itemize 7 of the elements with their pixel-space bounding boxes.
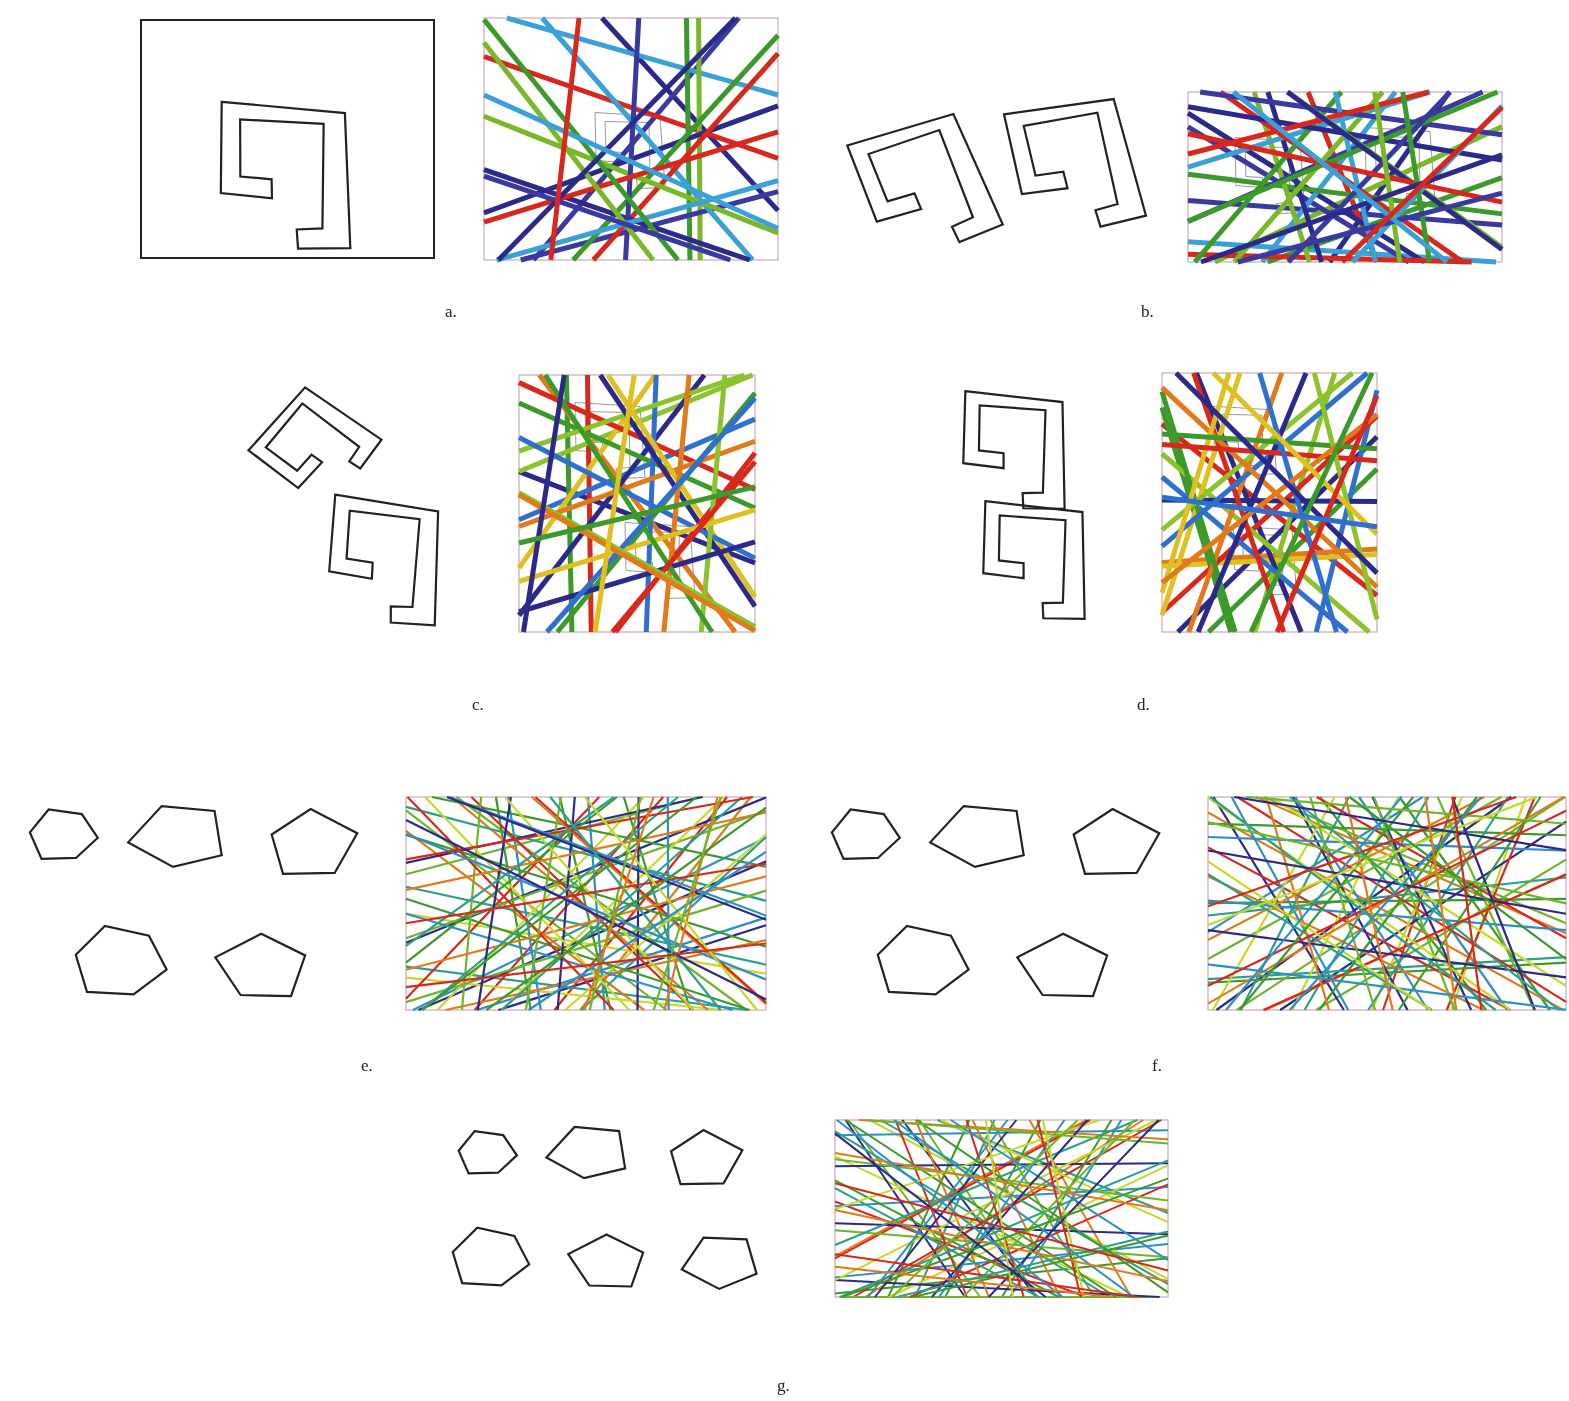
- panel-label: b.: [1141, 302, 1154, 322]
- panel-label: f.: [1152, 1056, 1162, 1076]
- panel-label: d.: [1137, 695, 1150, 715]
- panel-label: a.: [445, 302, 457, 322]
- panel-label: e.: [361, 1056, 373, 1076]
- panel-label: c.: [472, 695, 484, 715]
- panel-label: g.: [777, 1376, 790, 1396]
